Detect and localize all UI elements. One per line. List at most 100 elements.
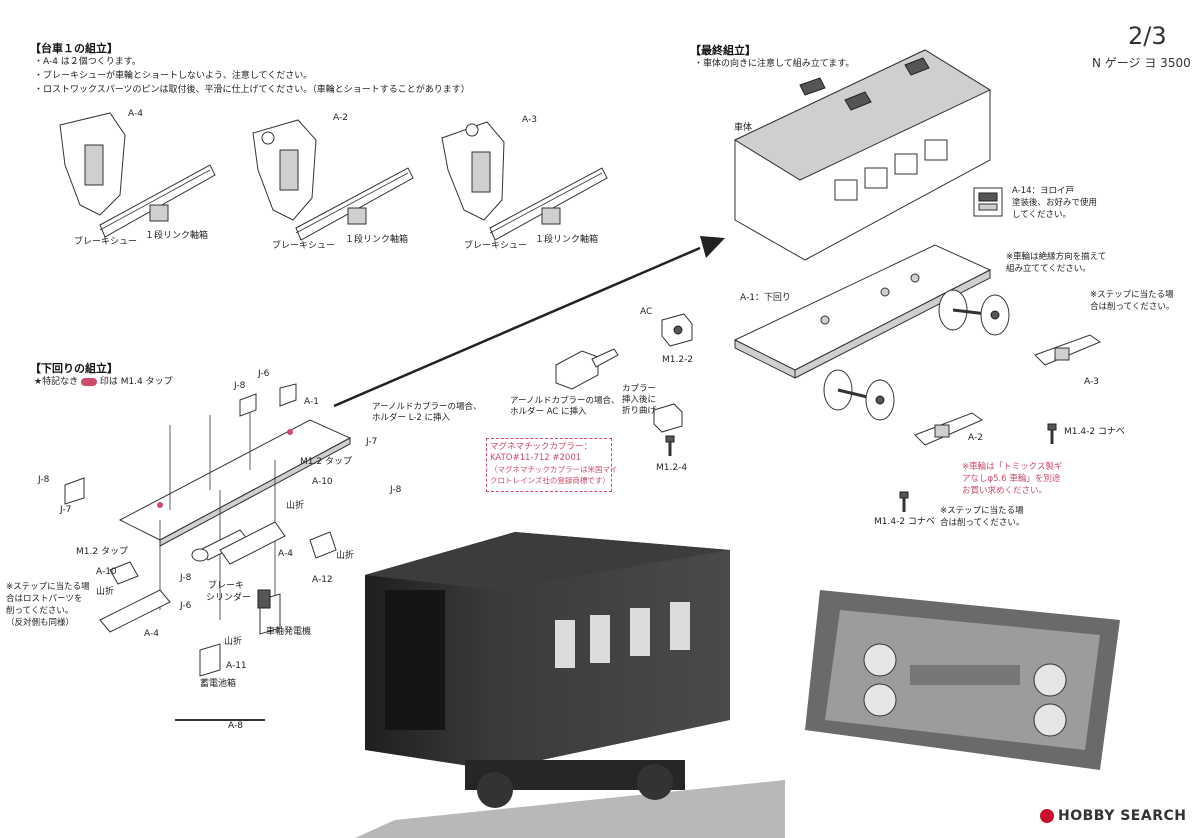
assembly-arrow [333,236,725,408]
step-note-mid-2: 合は削ってください。 [940,518,1025,528]
label-yamaori-a11: 山折 [224,637,243,647]
m12-4-holder-drawing [653,403,683,456]
under-step-note-1: ※ステップに当たる場 [6,582,90,592]
car-body-drawing [733,49,992,261]
red-dot-icon [80,377,97,386]
underframe-a1-drawing [733,244,992,379]
page-number: 2/3 [1128,22,1167,50]
arnold-ac-1: アーノルドカプラーの場合、 [510,396,620,406]
label-j6-bottom: J-6 [180,601,192,611]
bogie-1-part: A-4 [128,109,143,119]
wheelset-drawing-lower [823,369,895,421]
bogie-3-shoe: ブレーキシュー [464,241,528,251]
label-battery: 蓄電池箱 [200,679,237,689]
tap-note-text-2: 印は M1.4 タップ [99,377,173,387]
label-a1: A-1 [304,397,319,407]
lower-parts-drawing [99,521,337,721]
bogie-2-box: １段リンク軸箱 [345,235,409,245]
m14-right-label: M1.4-2 コナベ [1064,427,1125,437]
under-heading: 【下回りの組立】 [30,362,118,375]
label-a4-left: A-4 [144,629,159,639]
final-note: ・車体の向きに注意して組み立てます。 [694,59,855,69]
magnematic-note-box [486,438,612,492]
a14-note-3: してください。 [1012,210,1071,220]
a2-label: A-2 [968,433,983,443]
label-j6-top: J-6 [258,369,270,379]
bogie-note-1: ・A-4 は２個つくります。 [34,57,141,67]
label-a11: A-11 [226,661,247,671]
under-step-note-3: 削ってください。 [6,606,74,616]
label-j8-bottom: J-8 [180,573,192,583]
arnold-l2-2: ホルダー L-2 に挿入 [372,413,450,423]
under-step-note-4: （反対側も同様） [6,618,75,628]
label-a4-mid: A-4 [278,549,293,559]
final-heading: 【最終組立】 [690,44,756,57]
tap-note-text: ★特記なき [34,377,79,387]
m12-4-label: M1.2-4 [656,463,688,473]
label-a8: A-8 [228,721,243,731]
label-j7-left: J-7 [60,505,72,515]
label-m12-tap-right: M1.2 タップ [300,457,352,467]
a14-note-1: A-14：ヨロイ戸 [1012,186,1075,196]
label-brake: ブレーキ [208,581,245,591]
arnold-ac-2: ホルダー AC に挿入 [510,407,587,417]
photo-caboose-model [355,532,785,838]
label-j7-right: J-7 [366,437,378,447]
product-name: N ゲージ ヨ 3500 [1092,56,1191,70]
under-step-note-2: 合はロストパーツを [6,594,83,604]
label-j8-left: J-8 [38,475,50,485]
bogie-a2-drawing [914,412,984,446]
m14-mid-label: M1.4-2 コナベ [874,517,935,527]
step-note-right-2: 合は削ってください。 [1090,302,1175,312]
underframe-exploded-drawing [64,383,352,620]
watermark-logo-icon [1040,809,1054,823]
coupler-fold-2: 挿入後に [622,395,657,405]
wheel-note-2: 組み立ててください。 [1006,264,1091,274]
screw-right-icon [1047,423,1057,444]
tap-note: ★特記なき 印は M1.4 タップ [34,376,173,388]
step-note-mid-1: ※ステップに当たる場 [940,506,1024,516]
a14-note-2: 塗装後、お好みで使用 [1012,198,1098,208]
car-body-label: 車体 [734,123,753,133]
bogie-drawing-1 [59,112,216,238]
bogie-a3-drawing [1034,334,1102,366]
magnematic-3: （マグネマチックカプラーは米国マイ [490,465,618,474]
watermark: HOBBY SEARCH [1040,808,1186,824]
label-a12: A-12 [312,575,333,585]
wheelset-drawing-upper [938,289,1010,336]
bogie-note-3: ・ロストワックスパーツのピンは取付後、平滑に仕上げてください。（車輪とショートす… [34,85,470,95]
wheel-buy-3: お買い求めください。 [962,486,1048,496]
label-j8-right: J-8 [390,485,402,495]
label-a10-right: A-10 [312,477,333,487]
label-a10-left: A-10 [96,567,117,577]
bogie-1-shoe: ブレーキシュー [74,237,138,247]
bogie-note-2: ・ブレーキシューが車輪とショートしないよう、注意してください。 [34,71,313,81]
bogie-2-shoe: ブレーキシュー [272,241,336,251]
bogie-drawing-3 [441,121,608,241]
bogie-3-part: A-3 [522,115,537,125]
step-note-right-1: ※ステップに当たる場 [1090,290,1174,300]
a3-label: A-3 [1084,377,1099,387]
coupler-fold-1: カプラー [622,384,657,394]
bogie-drawing-2 [252,119,414,241]
magnematic-1: マグネマチックカプラー： [490,442,593,452]
label-cylinder: シリンダー [206,593,252,603]
magnematic-4: クロトレインズ社の登録商標です） [490,476,610,485]
bogie-heading: 【台車１の組立】 [30,42,118,55]
ac-label: AC [640,307,653,317]
arnold-l2-1: アーノルドカプラーの場合、 [372,402,482,412]
label-yamaori-left: 山折 [96,587,115,597]
watermark-text: HOBBY SEARCH [1058,808,1187,824]
wheel-note-1: ※車輪は絶縁方向を揃えて [1006,252,1107,262]
m12-2-label: M1.2-2 [662,355,694,365]
label-yamaori-right: 山折 [286,501,305,511]
a1-underframe-label: A-1：下回り [740,293,791,303]
a14-door-icon [973,187,1003,217]
coupler-drawing [555,348,619,390]
label-j8-top: J-8 [234,381,246,391]
wheel-buy-1: ※車輪は「トミックス製ギ [962,462,1063,472]
label-m12-tap-left: M1.2 タップ [76,547,128,557]
ac-holder-drawing [661,313,693,347]
coupler-fold-3: 折り曲げ [622,406,657,416]
wheel-buy-2: アなしφ5.6 車輪」を別途 [962,474,1061,484]
